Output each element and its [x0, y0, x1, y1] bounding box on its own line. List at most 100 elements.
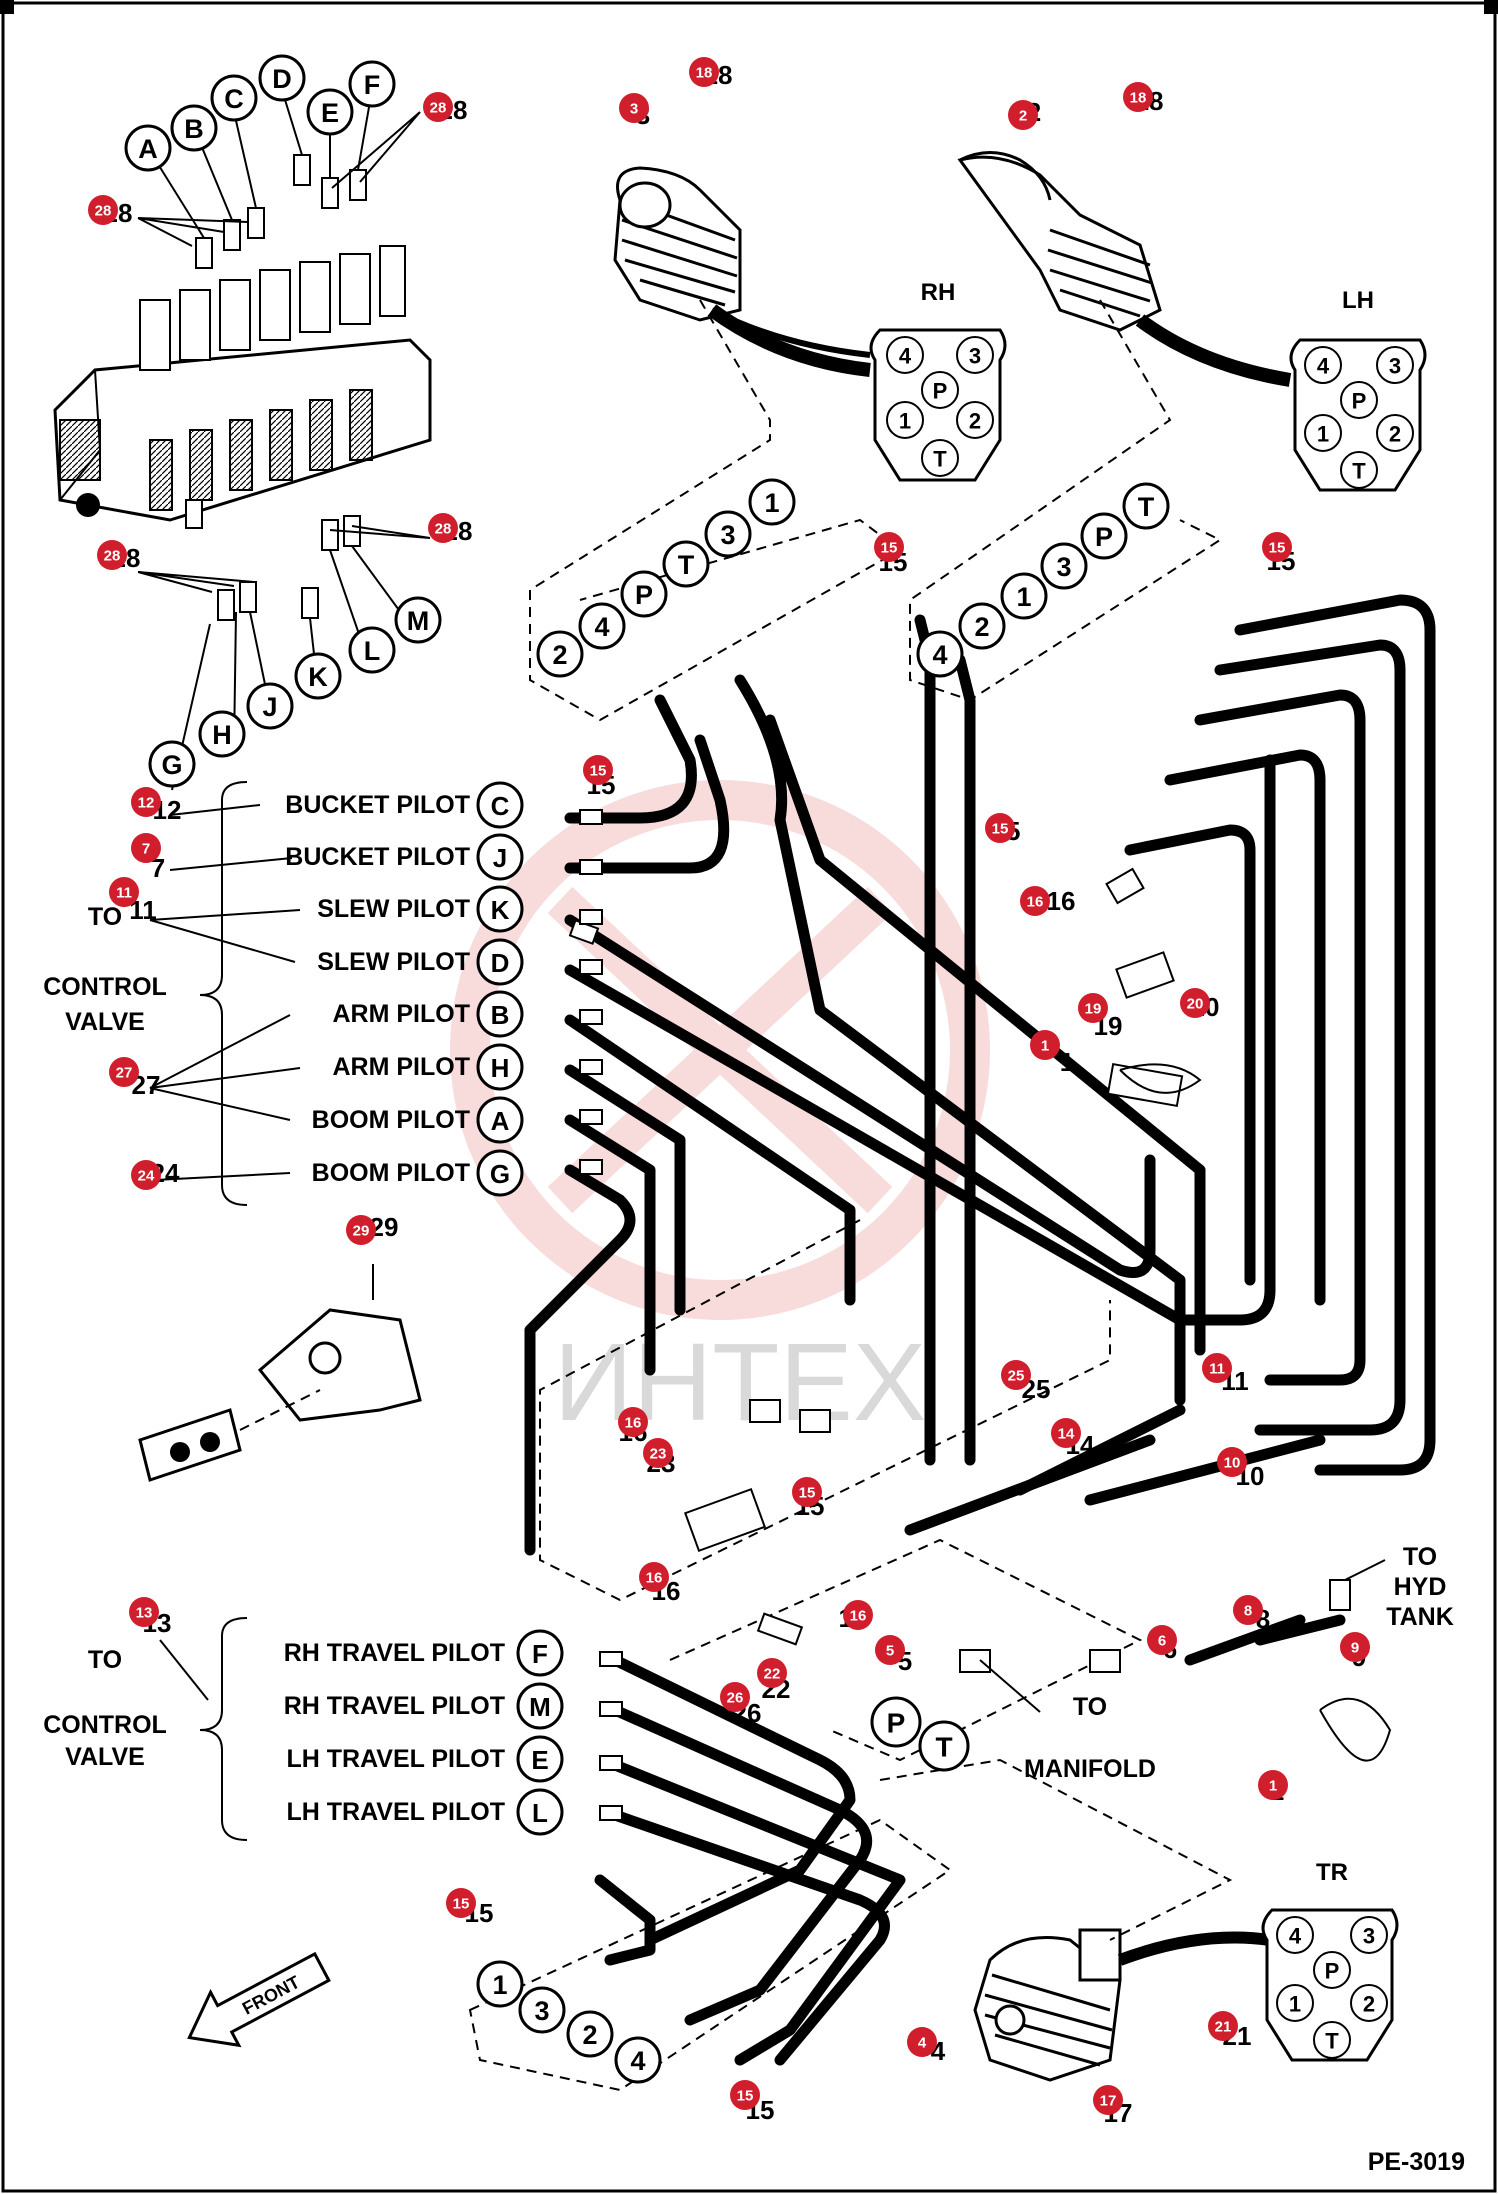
callout-marker[interactable]: 13 [129, 1597, 159, 1627]
svg-text:ARM PILOT: ARM PILOT [333, 1053, 471, 1081]
tr-pedal-valve-drawing [973, 1928, 1271, 2082]
callout-number: 11 [1209, 1361, 1225, 1378]
callout-marker[interactable]: 17 [1093, 2085, 1123, 2115]
svg-text:3: 3 [1389, 354, 1401, 379]
fittings [568, 809, 1351, 1821]
callout-marker[interactable]: 11 [1202, 1353, 1232, 1383]
to-hyd-tank-label: TO HYD TANK [1344, 1543, 1454, 1631]
callout-marker[interactable]: 15 [1262, 532, 1292, 562]
callout-marker[interactable]: 14 [1051, 1418, 1081, 1448]
callout-marker[interactable]: 15 [446, 1888, 476, 1918]
callout-marker[interactable]: 15 [985, 813, 1015, 843]
callout-marker[interactable]: 28 [423, 92, 453, 122]
callout-marker[interactable]: 24 [131, 1160, 161, 1190]
svg-text:F: F [364, 70, 381, 100]
callout-dot [875, 1635, 905, 1665]
callout-marker[interactable]: 12 [131, 787, 161, 817]
callout-dot [619, 93, 649, 123]
group2-row-2: LH TRAVEL PILOT E [286, 1735, 564, 1783]
connector-tr-pin-t: T [1313, 2021, 1351, 2059]
callout-marker[interactable]: 21 [1208, 2011, 1238, 2041]
callout-marker[interactable]: 19 [1078, 993, 1108, 1023]
manifold-port-p: P [870, 1696, 922, 1748]
valve-port-l: L [348, 626, 396, 674]
callout-marker[interactable]: 9 [1340, 1632, 1370, 1662]
valve-port-f: F [348, 60, 396, 108]
callout-marker[interactable]: 10 [1217, 1447, 1247, 1477]
callout-marker[interactable]: 1 [1258, 1770, 1288, 1800]
svg-text:M: M [529, 1692, 551, 1722]
callout-marker[interactable]: 28 [428, 513, 458, 543]
callout-number: 15 [799, 1485, 816, 1502]
callout-marker[interactable]: 3 [619, 93, 649, 123]
svg-text:K: K [491, 895, 510, 925]
valve-port-b: B [170, 104, 218, 152]
svg-text:4: 4 [1289, 1924, 1302, 1949]
callout-marker[interactable]: 16 [639, 1562, 669, 1592]
callout-marker[interactable]: 18 [1123, 82, 1153, 112]
callout-marker[interactable]: 16 [618, 1407, 648, 1437]
callout-dot [1217, 1447, 1247, 1477]
callout-number: 17 [1100, 2093, 1117, 2110]
rh-hose-port-t: T [662, 540, 710, 588]
callout-number: 18 [696, 65, 713, 82]
svg-text:3: 3 [720, 520, 735, 550]
callout-marker[interactable]: 2 [1008, 100, 1038, 130]
svg-text:ARM PILOT: ARM PILOT [333, 1000, 471, 1028]
callout-number: 5 [886, 1643, 894, 1660]
callout-marker[interactable]: 26 [720, 1682, 750, 1712]
callout-marker[interactable]: 5 [875, 1635, 905, 1665]
group1-row-3: SLEW PILOT D [317, 938, 524, 986]
callout-marker[interactable]: 4 [907, 2027, 937, 2057]
group1-labels: TO CONTROL VALVE BUCKET PILOT C BUCKET P… [43, 781, 524, 1206]
svg-text:1: 1 [492, 1970, 507, 2000]
tr-hose-port-2: 2 [566, 2010, 614, 2058]
callout-marker[interactable]: 25 [1001, 1360, 1031, 1390]
control-valve-drawing [53, 89, 432, 791]
group1-row-2: SLEW PILOT K [317, 885, 524, 933]
connector-lh-pin-3: 3 [1376, 346, 1414, 384]
corner-mark-tr [1484, 0, 1498, 14]
callout-marker[interactable]: 20 [1180, 988, 1210, 1018]
callout-dot [639, 1562, 669, 1592]
tr-hose-port-3: 3 [518, 1986, 566, 2034]
callout-marker[interactable]: 7 [131, 833, 161, 863]
rh-hose-port-circles: 2 4 P T 3 1 [536, 478, 796, 678]
callout-marker[interactable]: 15 [792, 1477, 822, 1507]
callout-marker[interactable]: 1 [1030, 1030, 1060, 1060]
svg-text:T: T [933, 447, 947, 472]
svg-text:TO: TO [88, 1646, 122, 1674]
callout-number: 27 [116, 1065, 133, 1082]
callout-marker[interactable]: 29 [346, 1215, 376, 1245]
callout-marker[interactable]: 15 [583, 755, 613, 785]
pilot-block-bracket [138, 1264, 422, 1482]
callout-marker[interactable]: 23 [643, 1438, 673, 1468]
callout-marker[interactable]: 11 [109, 877, 139, 907]
callout-marker[interactable]: 18 [689, 57, 719, 87]
svg-text:E: E [531, 1745, 548, 1775]
svg-text:SLEW PILOT: SLEW PILOT [317, 948, 470, 976]
callout-dot [1008, 100, 1038, 130]
callout-marker[interactable]: 15 [874, 532, 904, 562]
svg-text:P: P [1095, 522, 1113, 552]
callout-marker[interactable]: 6 [1147, 1625, 1177, 1655]
callout-marker[interactable]: 22 [757, 1658, 787, 1688]
callout-marker[interactable]: 15 [730, 2080, 760, 2110]
valve-port-j: J [246, 682, 294, 730]
callout-number: 1 [1269, 1778, 1277, 1795]
callout-marker[interactable]: 28 [88, 195, 118, 225]
group2-labels: TO CONTROL VALVE RH TRAVEL PILOT F RH TR… [43, 1617, 564, 1841]
callout-marker[interactable]: 8 [1233, 1595, 1263, 1625]
svg-text:J: J [493, 843, 507, 873]
callout-marker[interactable]: 27 [109, 1057, 139, 1087]
valve-port-circles-top: A B C D E F [124, 54, 396, 172]
callout-marker[interactable]: 16 [1020, 886, 1050, 916]
svg-text:T: T [678, 550, 695, 580]
callout-dot [985, 813, 1015, 843]
callout-marker[interactable]: 16 [843, 1600, 873, 1630]
callout-marker[interactable]: 28 [97, 540, 127, 570]
callout-dot [88, 195, 118, 225]
